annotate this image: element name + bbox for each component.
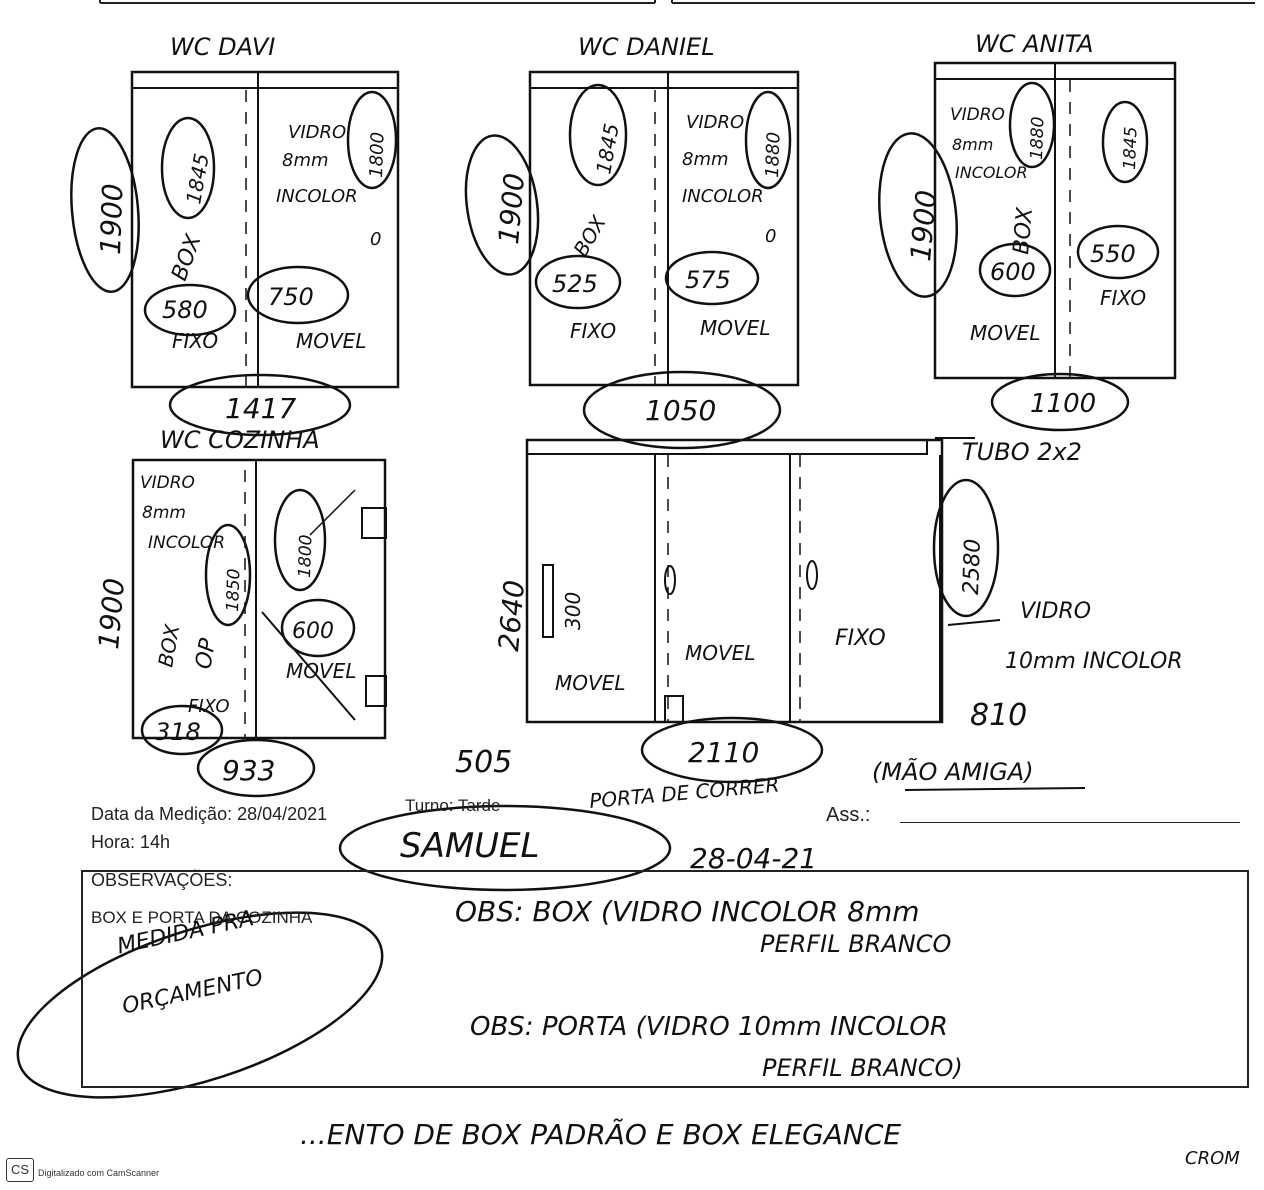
obs-box-line2: PERFIL BRANCO xyxy=(760,930,952,958)
wc-daniel-box-label: BOX xyxy=(569,210,612,260)
wc-daniel-diagram: WC DANIEL 1900 1845 BOX VIDRO 8mm INCOLO… xyxy=(464,33,800,450)
porta-total-width: 2110 xyxy=(688,736,759,769)
wc-cozinha-width-fixed: 318 xyxy=(155,718,201,746)
wc-daniel-fixed-label: FIXO xyxy=(570,319,616,343)
porta-width-left: 505 xyxy=(455,745,512,780)
wc-anita-glass-label: VIDRO xyxy=(950,105,1005,125)
bottom-note-2: CROM xyxy=(1185,1148,1240,1169)
porta-fixed-label: FIXO xyxy=(835,626,886,651)
wc-cozinha-height: 1900 xyxy=(92,577,131,651)
porta-glass-spec: 10mm INCOLOR xyxy=(1005,649,1183,674)
bottom-note: ...ENTO DE BOX PADRÃO E BOX ELEGANCE xyxy=(300,1118,902,1151)
porta-handle-type-label: (MÃO AMIGA) xyxy=(872,756,1034,786)
obs-box-line1: OBS: BOX (VIDRO INCOLOR 8mm xyxy=(455,895,920,928)
wc-cozinha-glass-label: VIDRO xyxy=(140,473,195,493)
porta-width-right: 810 xyxy=(970,698,1027,733)
porta-tube-label: TUBO 2x2 xyxy=(962,438,1082,466)
svg-text:0: 0 xyxy=(765,226,776,247)
wc-davi-width-movable: 750 xyxy=(268,283,314,311)
obs-door-line2: PERFIL BRANCO) xyxy=(762,1054,963,1082)
wc-daniel-thickness: 8mm xyxy=(682,149,729,170)
wc-davi-frame xyxy=(130,70,400,389)
porta-type-label: PORTA DE CORRER xyxy=(588,772,780,813)
wc-cozinha-color: INCOLOR xyxy=(148,533,225,553)
budget-note-ellipse xyxy=(16,911,384,1099)
wc-davi-thickness: 8mm xyxy=(282,150,329,171)
wc-davi-glass-height: 1800 xyxy=(366,132,389,179)
wc-cozinha-thickness: 8mm xyxy=(142,503,186,523)
wc-daniel-glass-label: VIDRO xyxy=(686,112,744,133)
wc-daniel-color: INCOLOR xyxy=(682,186,764,207)
obs-door-line1: OBS: PORTA (VIDRO 10mm INCOLOR xyxy=(470,1012,948,1042)
wc-anita-glass-height: 1880 xyxy=(1027,116,1048,160)
camscanner-logo: CS xyxy=(6,1158,34,1182)
wc-daniel-total-width: 1050 xyxy=(645,394,716,427)
wc-anita-color: INCOLOR xyxy=(955,163,1028,182)
signature-line xyxy=(900,822,1240,823)
wc-daniel-glass-height: 1880 xyxy=(762,132,785,179)
wc-cozinha-frame xyxy=(131,458,387,740)
wc-cozinha-width-movable: 600 xyxy=(292,619,334,644)
observations-label: OBSERVAÇÕES: xyxy=(91,870,233,890)
wc-cozinha-total-width: 933 xyxy=(222,754,275,787)
measurer-name-ellipse xyxy=(338,804,672,892)
porta-movable-2-label: MOVEL xyxy=(685,641,755,665)
wc-davi-glass-label: VIDRO xyxy=(288,122,346,143)
measurer-name: SAMUEL xyxy=(400,826,540,866)
wc-daniel-frame xyxy=(528,70,800,387)
observations-text: BOX E PORTA DA COZINHA xyxy=(91,908,313,927)
wc-cozinha-title: WC COZINHA xyxy=(160,426,320,454)
wc-cozinha-fixed-label: FIXO xyxy=(188,696,230,717)
handwritten-date: 28-04-21 xyxy=(690,842,818,875)
wc-anita-thickness: 8mm xyxy=(952,135,993,154)
top-form-borders xyxy=(99,0,1255,4)
wc-anita-diagram: WC ANITA 1900 VIDRO 8mm INCOLOR 1880 184… xyxy=(877,30,1177,432)
wc-anita-fixed-label: FIXO xyxy=(1100,286,1146,310)
porta-glass-height: 2580 xyxy=(959,538,986,595)
wc-davi-fixed-label: FIXO xyxy=(172,329,218,353)
wc-anita-width-movable: 600 xyxy=(990,258,1036,286)
wc-davi-box-label: BOX xyxy=(167,231,207,284)
wc-davi-diagram: WC DAVI 1900 1845 BOX VIDRO 8mm INCOLOR … xyxy=(70,33,400,437)
wc-cozinha-box-label: BOX xyxy=(153,621,184,668)
svg-text:0: 0 xyxy=(370,229,381,250)
shift-label: Turno: Tarde xyxy=(405,796,501,815)
wc-davi-total-width: 1417 xyxy=(225,392,296,425)
wc-cozinha-diagram: WC COZINHA 1900 VIDRO 8mm INCOLOR 1850 B… xyxy=(92,426,387,798)
porta-glass-label: VIDRO xyxy=(1020,599,1091,624)
observations-box xyxy=(81,870,1249,1088)
wc-davi-title: WC DAVI xyxy=(170,33,275,61)
wc-daniel-movable-label: MOVEL xyxy=(700,316,770,340)
wc-anita-width-fixed: 550 xyxy=(1090,240,1136,268)
wc-cozinha-glass-height: 1850 xyxy=(223,568,244,612)
porta-handle-height: 300 xyxy=(561,592,585,630)
porta-movable-1-label: MOVEL xyxy=(555,671,625,695)
signature-label: Ass.: xyxy=(826,804,871,826)
wc-cozinha-op-label: OP xyxy=(191,636,221,671)
wc-daniel-width-movable: 575 xyxy=(685,266,731,294)
wc-davi-color: INCOLOR xyxy=(276,186,358,207)
wc-anita-box-height: 1845 xyxy=(1120,126,1141,170)
porta-height: 2640 xyxy=(492,579,531,653)
wc-cozinha-glass-height-2: 1800 xyxy=(295,534,316,578)
wc-anita-height: 1900 xyxy=(904,189,943,263)
wc-davi-movable-label: MOVEL xyxy=(296,329,366,353)
wc-davi-height: 1900 xyxy=(94,183,129,255)
measure-date-label: Data da Medição: 28/04/2021 xyxy=(91,804,328,824)
porta-diagram: 2640 300 TUBO 2x2 2580 VIDRO 10mm INCOLO… xyxy=(455,437,1183,813)
camscanner-footer-text: Digitalizado com CamScanner xyxy=(38,1168,160,1178)
wc-cozinha-movable-label: MOVEL xyxy=(286,659,356,683)
wc-daniel-title: WC DANIEL xyxy=(578,33,715,61)
wc-anita-title: WC ANITA xyxy=(975,30,1093,58)
wc-anita-total-width: 1100 xyxy=(1030,389,1096,419)
wc-daniel-height: 1900 xyxy=(492,172,531,246)
time-label: Hora: 14h xyxy=(91,832,171,852)
wc-davi-width-fixed: 580 xyxy=(162,296,208,324)
wc-anita-movable-label: MOVEL xyxy=(970,321,1040,345)
wc-daniel-width-fixed: 525 xyxy=(552,270,598,298)
